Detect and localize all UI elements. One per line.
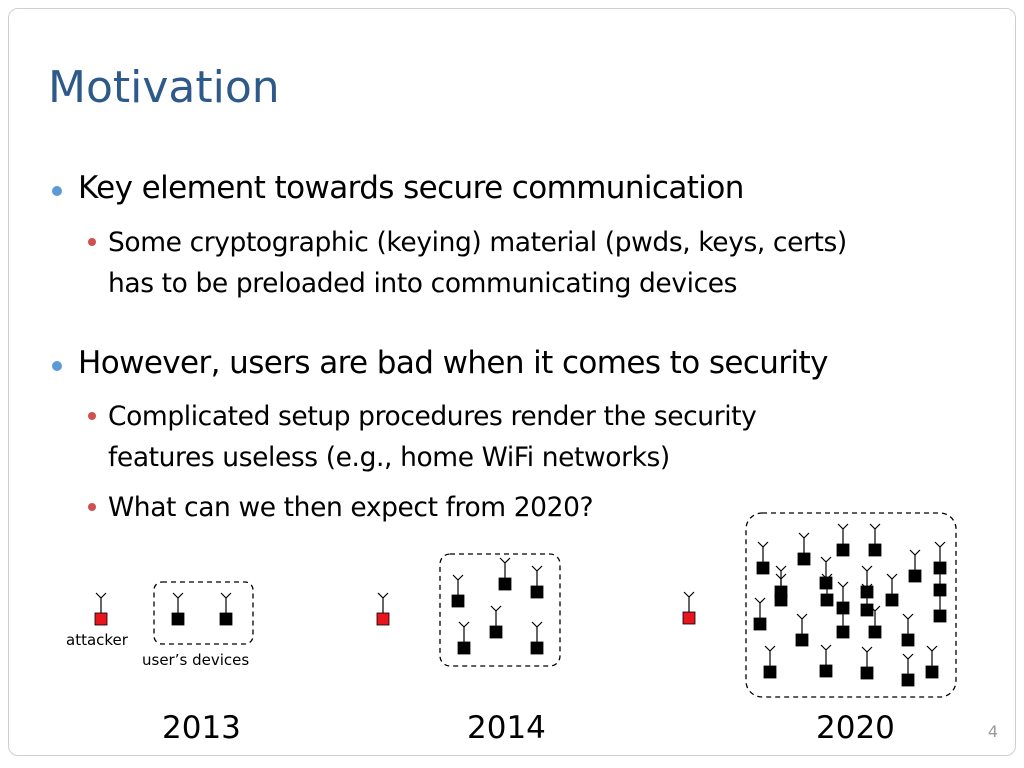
bullet-1-sub-1: Some cryptographic (keying) material (pw… [88, 222, 847, 304]
slide-title: Motivation [48, 62, 280, 113]
user-device-2014 [451, 574, 465, 608]
user-device-2020 [901, 653, 915, 687]
user-device-2020 [860, 583, 874, 617]
user-device-2014 [530, 621, 544, 655]
user-device-2013 [171, 592, 185, 626]
user-device-2020 [756, 541, 770, 575]
bullet-2-sub-2: What can we then expect from 2020? [87, 487, 594, 528]
bullet-2-sub-1: Complicated setup procedures render the … [87, 396, 757, 478]
group-2014-box [439, 553, 561, 667]
attacker-device-2013 [94, 592, 108, 626]
attacker-label: attacker [66, 631, 129, 649]
bullet-1: Key element towards secure communication [52, 170, 744, 206]
user-device-2020 [908, 549, 922, 583]
year-2013: 2013 [162, 710, 241, 746]
user-device-2020 [753, 597, 767, 631]
bullet-2-sub-1-line-1: Complicated setup procedures render the … [108, 401, 757, 432]
attacker-device-2020 [682, 591, 696, 625]
bullet-2-sub-1-line-2: features useless (e.g., home WiFi networ… [108, 442, 670, 473]
user-device-2020 [797, 532, 811, 566]
user-device-2020 [819, 644, 833, 678]
user-device-2014 [489, 605, 503, 639]
devices-layer [94, 523, 947, 687]
user-device-2014 [457, 621, 471, 655]
user-device-2020 [763, 645, 777, 679]
user-device-2020 [774, 573, 788, 607]
user-device-2020 [795, 613, 809, 647]
group-2020-box [745, 512, 957, 698]
group-2013-box [153, 581, 254, 645]
attacker-device-2014 [376, 592, 390, 626]
user-device-2020 [868, 523, 882, 557]
year-2014: 2014 [467, 710, 546, 746]
user-device-2020 [819, 556, 833, 590]
page-number: 4 [987, 722, 998, 741]
user-device-2020 [933, 563, 947, 597]
devices-label: user’s devices [142, 651, 249, 669]
user-device-2020 [901, 613, 915, 647]
bullet-1-sub-1-line-2: has to be preloaded into communicating d… [108, 268, 738, 299]
user-device-2020 [860, 646, 874, 680]
user-device-2020 [885, 573, 899, 607]
user-device-2020 [836, 581, 850, 615]
user-device-2013 [219, 592, 233, 626]
user-device-2014 [498, 557, 512, 591]
bullet-1-sub-1-line-1: Some cryptographic (keying) material (pw… [108, 227, 847, 258]
user-device-2014 [530, 565, 544, 599]
user-device-2020 [836, 523, 850, 557]
year-2020: 2020 [816, 710, 895, 746]
bullet-2: However, users are bad when it comes to … [52, 345, 828, 381]
user-device-2020 [820, 573, 834, 607]
bullet-2-sub-2-line-1: What can we then expect from 2020? [108, 492, 594, 523]
user-device-2020 [933, 541, 947, 575]
user-device-2020 [925, 645, 939, 679]
